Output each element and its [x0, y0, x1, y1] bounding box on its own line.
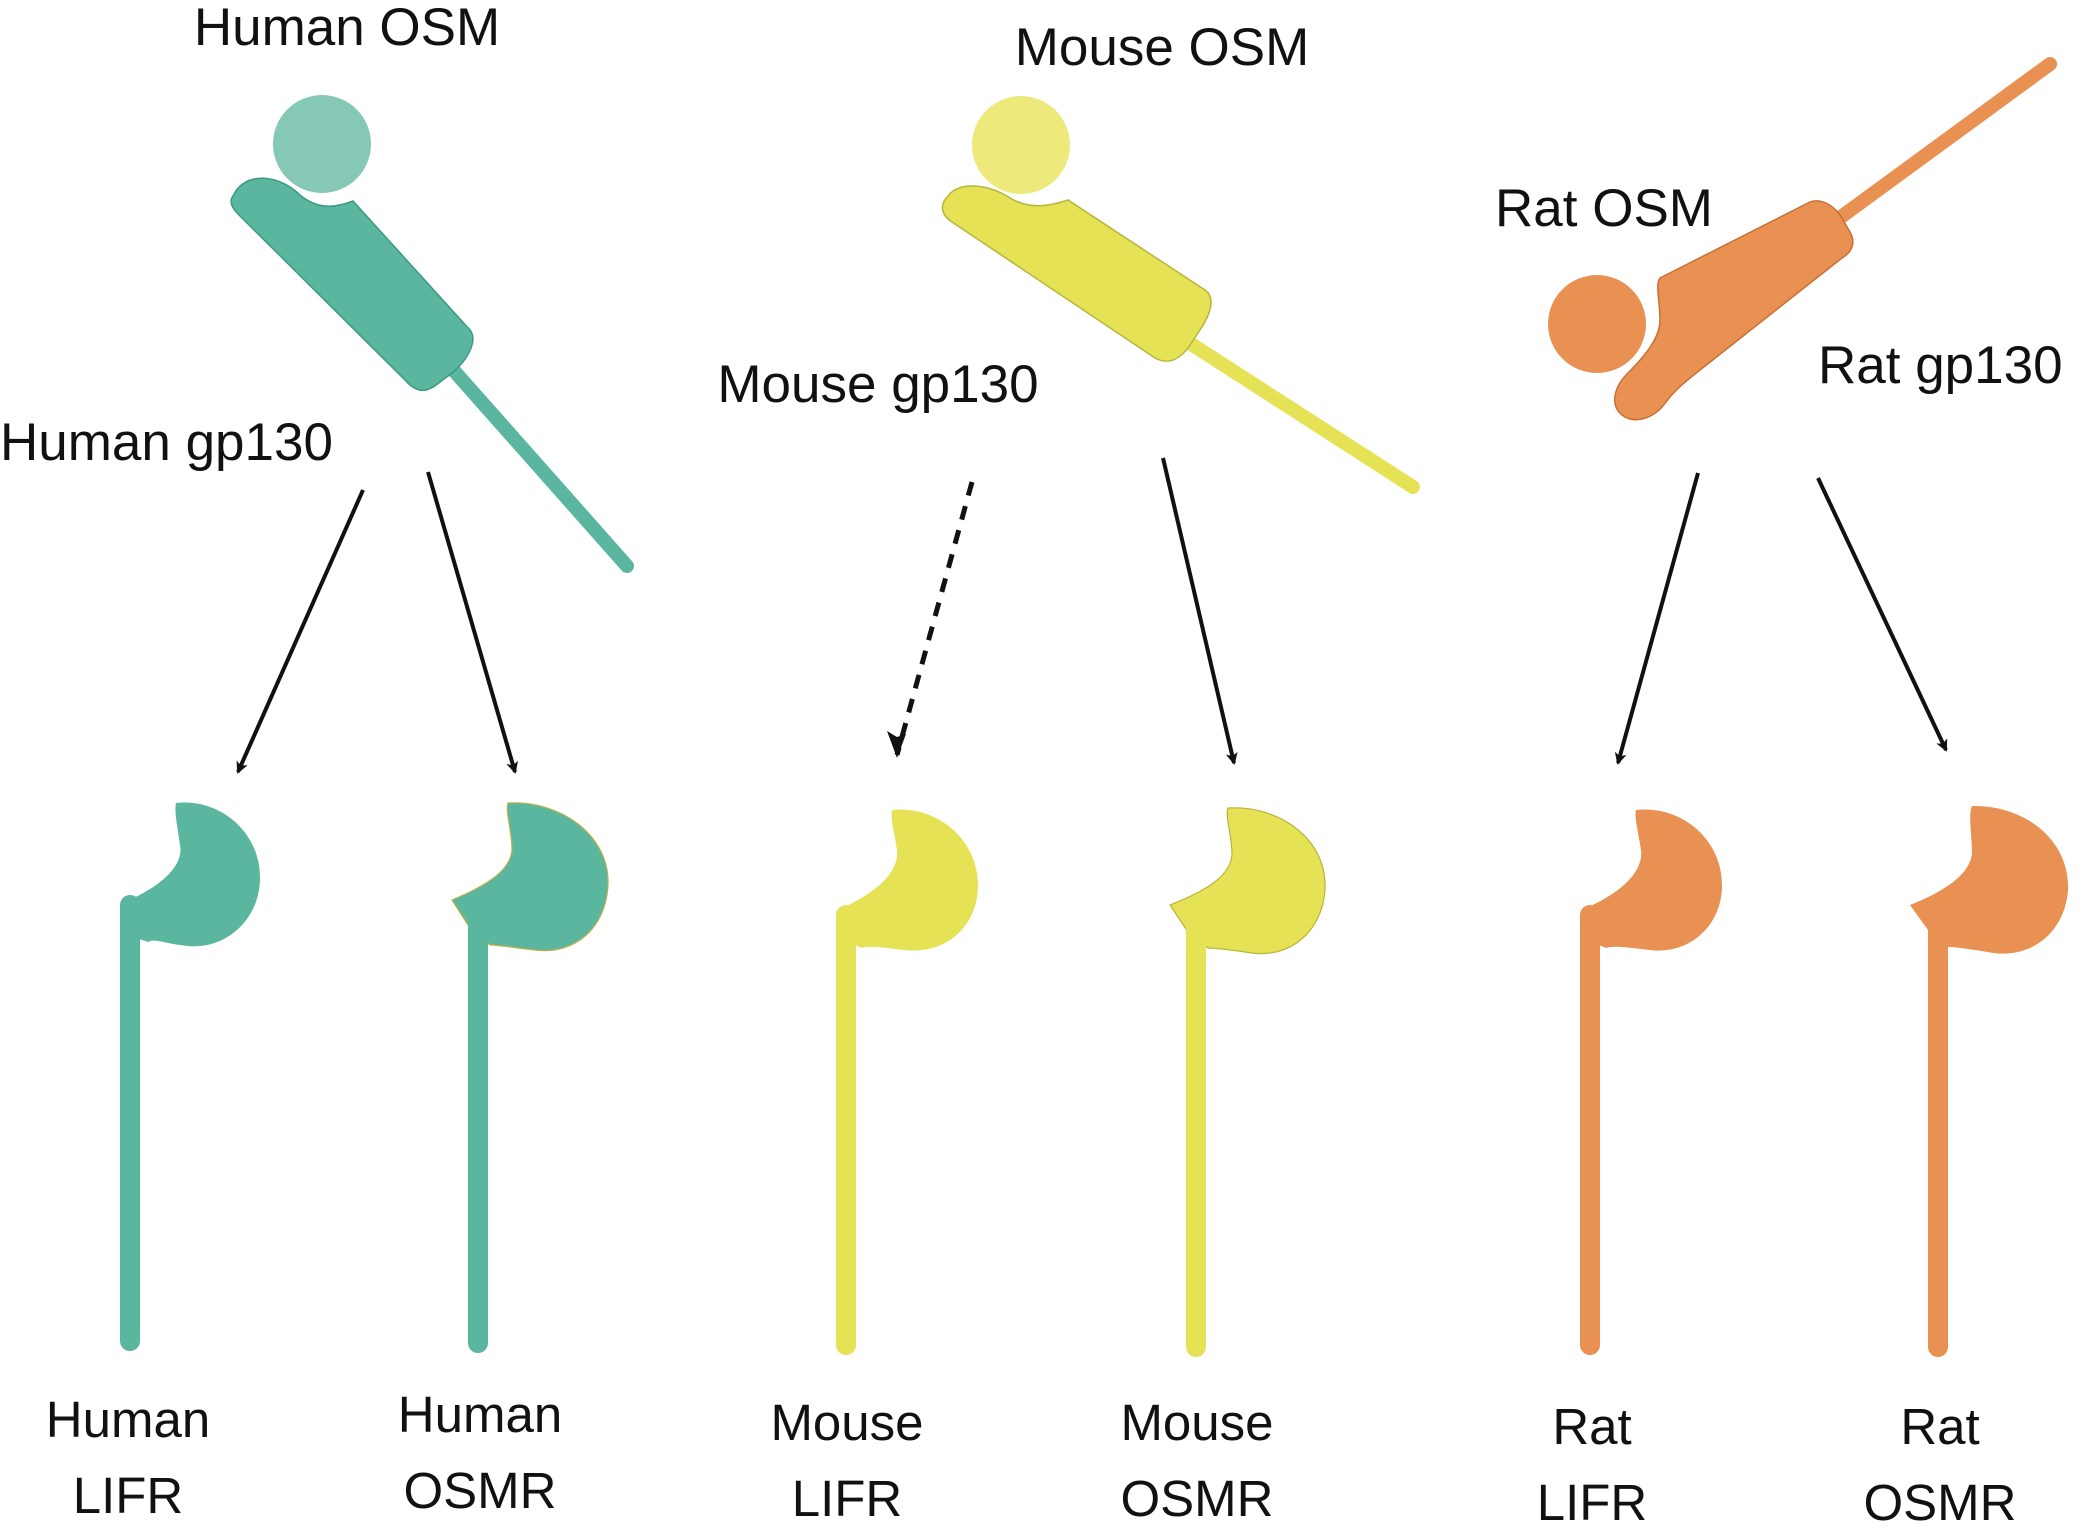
- mouse-lifr-arrowhead: [887, 731, 906, 758]
- rat-gp130-label: Rat gp130: [1818, 336, 2063, 395]
- human-lifr-receptor: [120, 802, 260, 1351]
- rat-gp130-receptor: [1614, 57, 2057, 421]
- human-osm-label: Human OSM: [194, 0, 500, 57]
- rat-lifr-label-line1: Rat: [1552, 1398, 1631, 1455]
- human-osmr-arrow: [426, 471, 518, 774]
- human-group: Human OSM Human gp130 Human LIFR Human O…: [0, 0, 634, 1524]
- rat-osm-ligand: [1548, 275, 1646, 373]
- human-lifr-label-line1: Human: [46, 1391, 210, 1448]
- human-lifr-stem: [120, 895, 140, 1351]
- mouse-gp130-tail: [1178, 333, 1420, 494]
- human-gp130-label: Human gp130: [0, 413, 333, 472]
- mouse-osm-label: Mouse OSM: [1015, 18, 1310, 77]
- rat-osmr-stem: [1928, 905, 1948, 1357]
- rat-osmr-label-line1: Rat: [1900, 1398, 1979, 1455]
- rat-gp130-body: [1614, 200, 1854, 421]
- human-lifr-arrow: [236, 489, 365, 774]
- mouse-lifr-label-line1: Mouse: [770, 1394, 923, 1451]
- mouse-osmr-receptor: [1169, 807, 1326, 1357]
- mouse-lifr-label-line2: LIFR: [792, 1470, 903, 1527]
- mouse-osmr-stem: [1186, 905, 1206, 1357]
- mouse-lifr-head: [838, 809, 978, 951]
- rat-lifr-receptor: [1580, 809, 1722, 1355]
- mouse-osm-ligand: [972, 96, 1070, 194]
- human-gp130-body: [230, 177, 474, 392]
- mouse-lifr-arrow: [894, 481, 975, 756]
- mouse-group: Mouse OSM Mouse gp130 Mouse LIFR Mouse O…: [717, 18, 1420, 1527]
- rat-lifr-stem: [1580, 905, 1600, 1355]
- mouse-osmr-head: [1169, 807, 1326, 955]
- mouse-lifr-receptor: [836, 809, 978, 1355]
- human-osmr-head: [451, 802, 609, 952]
- human-lifr-label-line2: LIFR: [73, 1467, 184, 1524]
- human-gp130-receptor: [230, 177, 634, 573]
- rat-osmr-receptor: [1910, 805, 2069, 1357]
- rat-lifr-head: [1582, 809, 1722, 951]
- rat-osm-label: Rat OSM: [1495, 179, 1713, 238]
- rat-osmr-head: [1910, 805, 2069, 954]
- human-osmr-label-line1: Human: [398, 1386, 562, 1443]
- rat-osmr-arrow: [1816, 477, 1948, 752]
- rat-osmr-label-line2: OSMR: [1864, 1474, 2017, 1528]
- human-lifr-head: [122, 802, 260, 947]
- rat-lifr-label-line2: LIFR: [1537, 1474, 1648, 1528]
- rat-lifr-arrow: [1614, 472, 1700, 765]
- human-osmr-label-line2: OSMR: [404, 1462, 557, 1519]
- human-osmr-receptor: [451, 802, 609, 1353]
- rat-group: Rat OSM Rat gp130 Rat LIFR Rat OSMR: [1495, 57, 2069, 1528]
- mouse-gp130-body: [941, 185, 1212, 362]
- mouse-osmr-arrow: [1161, 457, 1238, 765]
- human-gp130-tail: [433, 348, 634, 573]
- rat-gp130-tail: [1823, 57, 2057, 232]
- mouse-lifr-stem: [836, 905, 856, 1355]
- mouse-osmr-label-line2: OSMR: [1121, 1470, 1274, 1527]
- mouse-osmr-label-line1: Mouse: [1120, 1394, 1273, 1451]
- human-osm-ligand: [273, 95, 371, 193]
- mouse-gp130-label: Mouse gp130: [717, 355, 1038, 414]
- human-osmr-stem: [468, 900, 488, 1353]
- mouse-gp130-receptor: [941, 185, 1420, 494]
